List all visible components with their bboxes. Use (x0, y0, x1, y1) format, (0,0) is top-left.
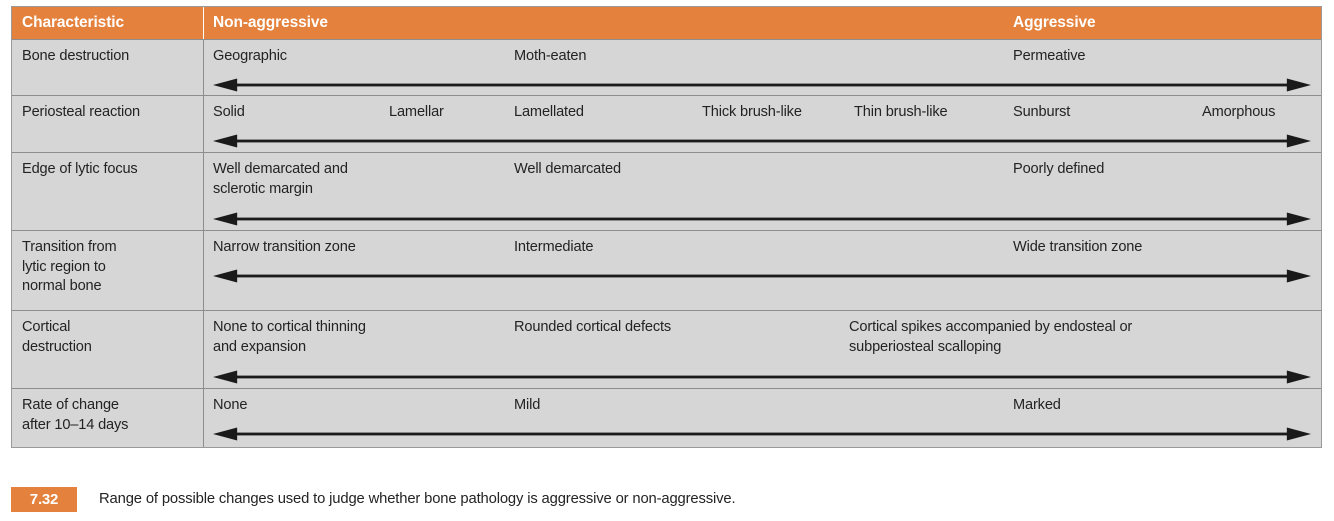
double-headed-arrow-icon (213, 78, 1311, 92)
scale-label: Narrow transition zone (213, 239, 356, 255)
scale-label: Wide transition zone (1013, 239, 1143, 255)
row-characteristic-label: Edge of lytic focus (22, 161, 138, 177)
scale-label: Well demarcated (514, 161, 621, 177)
row-characteristic-label: Periosteal reaction (22, 104, 141, 120)
scale-label: Cortical spikes accompanied by endosteal… (849, 319, 1133, 355)
figure-number-badge: 7.32 (11, 487, 77, 512)
scale-label: Mild (514, 397, 541, 413)
scale-label: Thick brush-like (702, 104, 802, 120)
scale-label: Permeative (1013, 48, 1086, 64)
table-row: Periosteal reaction Solid Lamellar Lamellat… (12, 96, 1321, 153)
figure-caption-text: Range of possible changes used to judge … (99, 491, 736, 507)
scale-label: None (213, 397, 248, 413)
table-header-row: Characteristic Non-aggressive Aggressive (12, 7, 1321, 40)
double-headed-arrow-icon (213, 212, 1311, 226)
scale-label: Poorly defined (1013, 161, 1105, 177)
header-cell-characteristic: Characteristic (12, 7, 204, 39)
row-characteristic-label: Transition from lytic region to normal b… (22, 239, 117, 294)
row-scale-cell: Narrow transition zone Intermediate Wide t… (204, 231, 1321, 310)
scale-label: Lamellated (514, 104, 584, 120)
scale-label: Solid (213, 104, 245, 120)
row-scale-cell: Well demarcated and sclerotic margin Well… (204, 153, 1321, 230)
row-scale-cell: Solid Lamellar Lamellated Thick brush-like T… (204, 96, 1321, 152)
row-scale-cell: None to cortical thinning and expansion R… (204, 311, 1321, 388)
scale-label: None to cortical thinning and expansion (213, 319, 366, 355)
scale-label: Amorphous (1202, 104, 1276, 120)
aggressiveness-table: Characteristic Non-aggressive Aggressive… (11, 6, 1322, 448)
row-scale-cell: None Mild Marked (204, 389, 1321, 447)
double-headed-arrow-icon (213, 427, 1311, 441)
double-headed-arrow-icon (213, 370, 1311, 384)
scale-label: Thin brush-like (854, 104, 948, 120)
table-row: Cortical destruction None to cortical thi… (12, 311, 1321, 389)
row-characteristic-label: Bone destruction (22, 48, 130, 64)
header-label-aggressive: Aggressive (1013, 14, 1096, 31)
double-headed-arrow-icon (213, 269, 1311, 283)
row-characteristic-cell: Cortical destruction (12, 311, 204, 388)
table-body: Bone destruction Geographic Moth-eaten Perm… (12, 40, 1321, 447)
header-cell-scale: Non-aggressive Aggressive (204, 7, 1321, 39)
scale-label: Rounded cortical defects (514, 319, 672, 335)
header-label-non-aggressive: Non-aggressive (213, 14, 328, 31)
figure-caption: 7.32 Range of possible changes used to j… (11, 487, 736, 512)
row-scale-cell: Geographic Moth-eaten Permeative (204, 40, 1321, 95)
row-characteristic-cell: Edge of lytic focus (12, 153, 204, 230)
table-row: Rate of change after 10–14 days None Mild M… (12, 389, 1321, 447)
double-headed-arrow-icon (213, 134, 1311, 148)
scale-label: Well demarcated and sclerotic margin (213, 161, 348, 197)
scale-label: Sunburst (1013, 104, 1071, 120)
table-row: Bone destruction Geographic Moth-eaten Perm… (12, 40, 1321, 96)
scale-label: Lamellar (389, 104, 444, 120)
scale-label: Geographic (213, 48, 287, 64)
scale-label: Moth-eaten (514, 48, 587, 64)
table-row: Edge of lytic focus Well demarcated and s… (12, 153, 1321, 231)
row-characteristic-cell: Transition from lytic region to normal b… (12, 231, 204, 310)
header-label-characteristic: Characteristic (22, 14, 124, 31)
table-row: Transition from lytic region to normal b… (12, 231, 1321, 311)
row-characteristic-cell: Rate of change after 10–14 days (12, 389, 204, 447)
row-characteristic-label: Cortical destruction (22, 319, 92, 355)
row-characteristic-cell: Periosteal reaction (12, 96, 204, 152)
row-characteristic-cell: Bone destruction (12, 40, 204, 95)
scale-label: Intermediate (514, 239, 594, 255)
row-characteristic-label: Rate of change after 10–14 days (22, 397, 129, 433)
scale-label: Marked (1013, 397, 1061, 413)
